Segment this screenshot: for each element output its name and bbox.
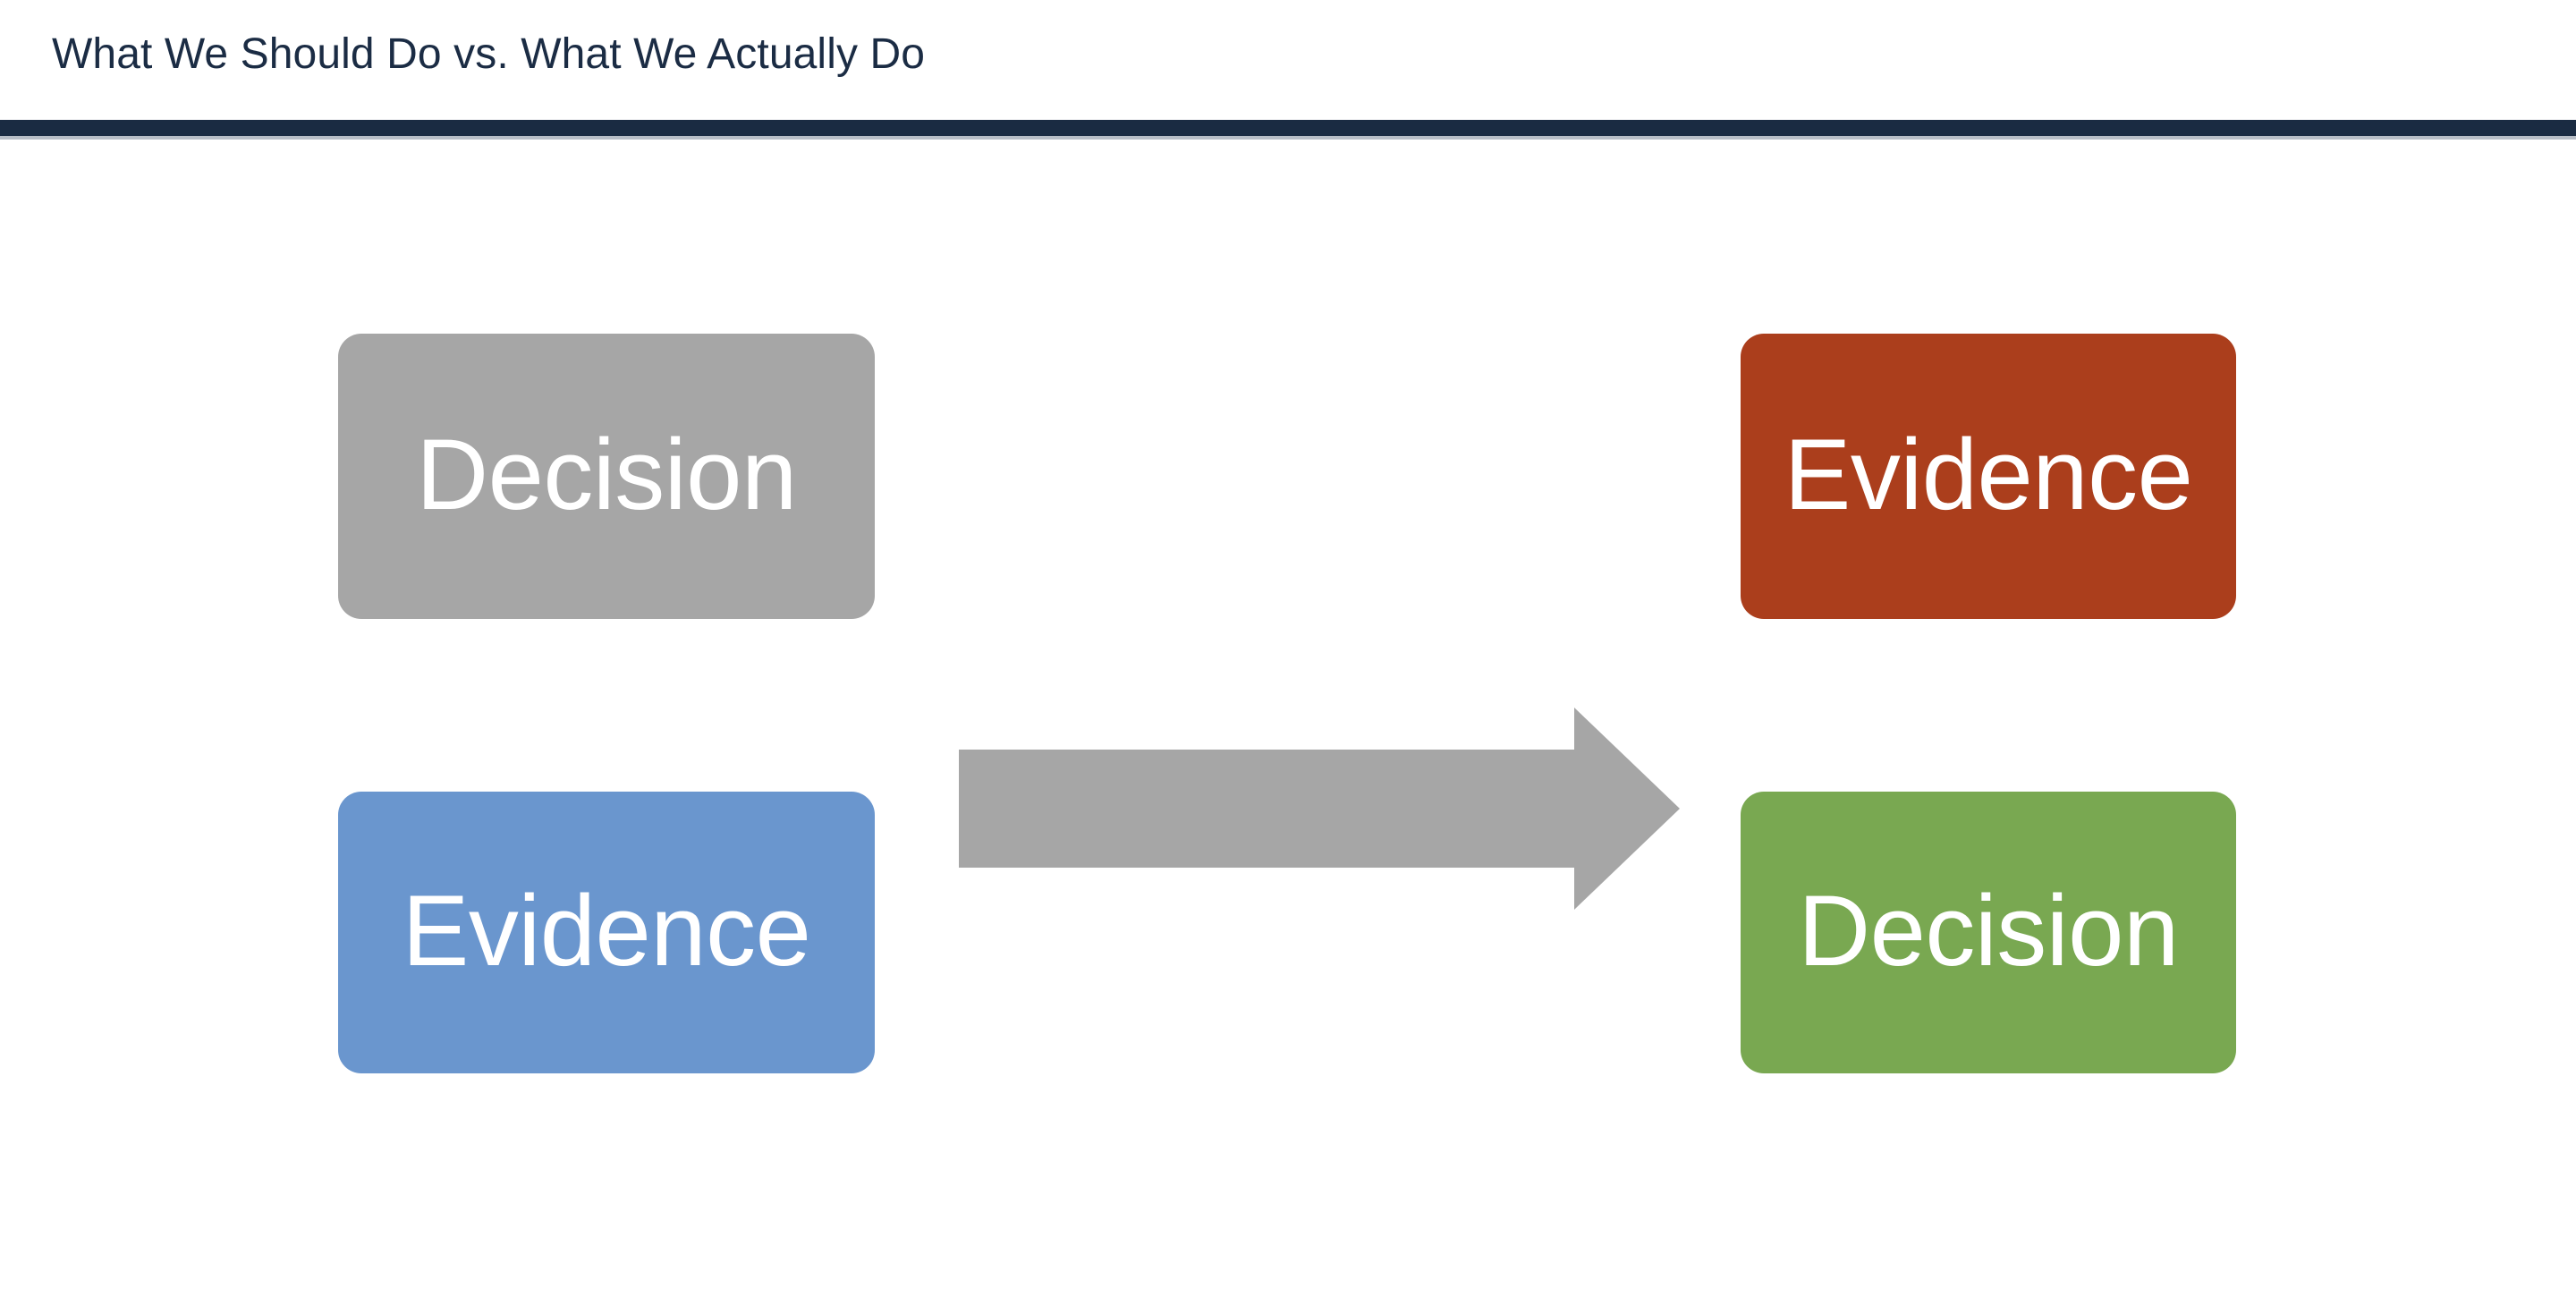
flow-row-actual: Evidence Decision (0, 792, 2576, 1073)
node-label: Evidence (402, 874, 811, 987)
title-divider-bar (0, 120, 2576, 136)
node-label: Decision (416, 418, 797, 530)
node-label: Decision (1798, 874, 2179, 987)
page-title: What We Should Do vs. What We Actually D… (52, 30, 926, 78)
node-evidence-target[interactable]: Evidence (1741, 334, 2236, 619)
title-divider-shadow (0, 136, 2576, 140)
flow-row-should: Decision Evidence (0, 334, 2576, 910)
arrow-shape (959, 708, 1680, 910)
node-label: Evidence (1784, 418, 2193, 530)
arrow-decision-to-evidence (959, 701, 1680, 916)
node-decision-source[interactable]: Decision (338, 334, 875, 619)
node-evidence-source[interactable]: Evidence (338, 792, 875, 1073)
node-decision-target[interactable]: Decision (1741, 792, 2236, 1073)
